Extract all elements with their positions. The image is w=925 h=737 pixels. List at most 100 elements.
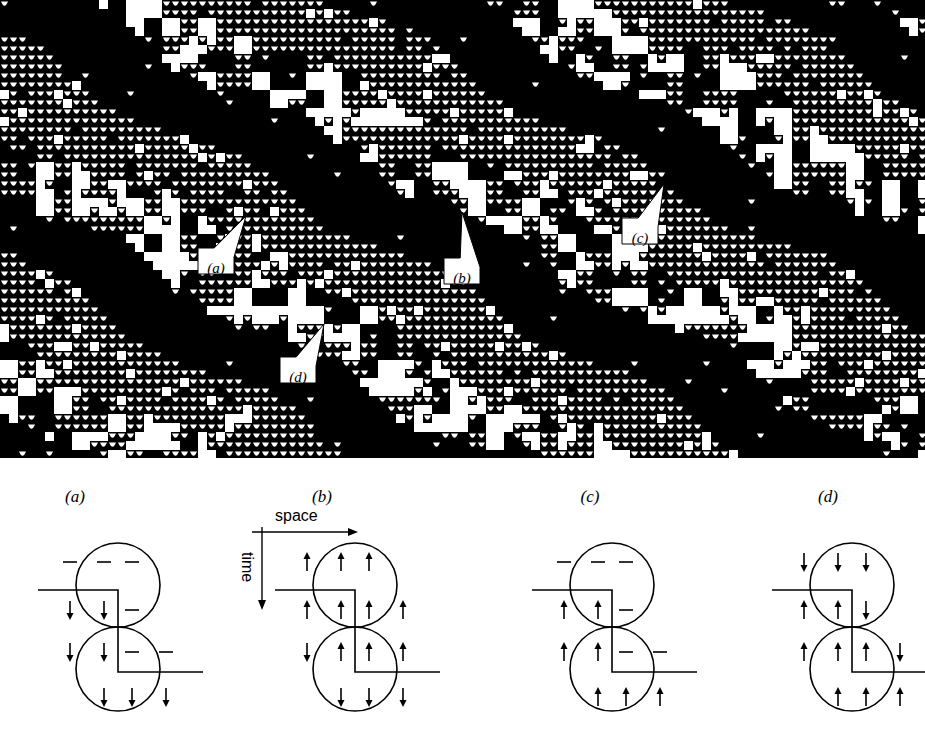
- spin-arrow: [597, 647, 599, 661]
- panel-label: (d): [818, 488, 838, 505]
- panel-label: (c): [581, 488, 600, 505]
- spin-arrow: [659, 692, 661, 706]
- spin-arrow-head: [338, 552, 345, 559]
- spin-arrow: [368, 647, 370, 661]
- spin-arrow-head: [835, 600, 842, 607]
- spin-arrow: [803, 647, 805, 661]
- step-line: [38, 590, 203, 672]
- spin-arrow: [165, 688, 167, 702]
- spin-arrow: [803, 553, 805, 567]
- spin-arrow-head: [863, 613, 870, 620]
- spin-arrow: [837, 605, 839, 619]
- space-axis-head: [348, 528, 358, 536]
- zero-spin: [125, 651, 139, 653]
- spin-arrow-head: [338, 642, 345, 649]
- spin-arrow: [340, 688, 342, 702]
- spin-arrow-head: [595, 642, 602, 649]
- time-axis: [261, 527, 262, 602]
- spin-arrow: [306, 557, 308, 571]
- spin-arrow-head: [366, 642, 373, 649]
- spin-arrow-head: [163, 700, 170, 707]
- spin-arrow: [69, 601, 71, 615]
- zero-spin: [619, 561, 633, 563]
- zero-spin: [591, 561, 605, 563]
- spin-arrow: [103, 643, 105, 657]
- spin-arrow-head: [863, 565, 870, 572]
- step-line: [275, 590, 440, 672]
- spin-arrow: [368, 688, 370, 702]
- spin-arrow: [899, 643, 901, 657]
- spin-arrow-head: [101, 700, 108, 707]
- zero-spin: [125, 561, 139, 563]
- spin-arrow: [340, 647, 342, 661]
- spin-arrow: [402, 647, 404, 661]
- axis-label: time: [239, 552, 255, 582]
- spin-arrow: [625, 692, 627, 706]
- spin-arrow: [837, 553, 839, 567]
- spin-arrow-head: [67, 655, 74, 662]
- panel-label: (b): [312, 488, 332, 505]
- spin-arrow-head: [304, 552, 311, 559]
- zero-spin: [125, 609, 139, 611]
- spin-arrow: [837, 692, 839, 706]
- spin-arrow: [103, 601, 105, 615]
- callout-label: (b): [453, 271, 471, 286]
- spin-arrow-head: [801, 600, 808, 607]
- zero-spin: [653, 651, 667, 653]
- callout-label: (d): [289, 370, 307, 385]
- spin-arrow: [306, 643, 308, 657]
- spin-arrow-head: [863, 687, 870, 694]
- space-axis: [252, 531, 350, 532]
- spin-arrow-head: [657, 687, 664, 694]
- callout-pointers: [198, 184, 664, 383]
- zero-spin: [619, 651, 633, 653]
- spin-arrow-head: [129, 700, 136, 707]
- spin-arrow-head: [400, 642, 407, 649]
- spin-arrow-head: [863, 642, 870, 649]
- spin-arrow-head: [623, 687, 630, 694]
- spin-arrow: [131, 688, 133, 702]
- spin-arrow: [865, 647, 867, 661]
- spin-arrow-head: [561, 600, 568, 607]
- step-line: [532, 590, 697, 672]
- zero-spin: [159, 651, 173, 653]
- spin-arrow: [402, 605, 404, 619]
- spin-arrow-head: [101, 613, 108, 620]
- spin-arrow-head: [801, 642, 808, 649]
- spin-arrow: [865, 601, 867, 615]
- spin-arrow-head: [595, 687, 602, 694]
- spin-arrow-head: [801, 565, 808, 572]
- spin-arrow: [368, 605, 370, 619]
- spin-arrow: [340, 557, 342, 571]
- white-cells: [0, 0, 925, 459]
- spin-arrow: [597, 605, 599, 619]
- spin-arrow: [837, 647, 839, 661]
- spin-arrow: [899, 692, 901, 706]
- spin-arrow-head: [304, 600, 311, 607]
- spin-arrow-head: [366, 552, 373, 559]
- spin-arrow: [563, 647, 565, 661]
- spin-arrow: [69, 643, 71, 657]
- spin-arrow: [563, 605, 565, 619]
- spin-arrow: [803, 605, 805, 619]
- spin-arrow: [306, 605, 308, 619]
- zero-spin: [619, 609, 633, 611]
- spin-arrow: [597, 692, 599, 706]
- spin-arrow: [340, 605, 342, 619]
- spin-arrow-head: [366, 600, 373, 607]
- zero-spin: [557, 561, 571, 563]
- spin-arrow-head: [304, 655, 311, 662]
- spin-arrow-head: [897, 687, 904, 694]
- spin-arrow-head: [400, 600, 407, 607]
- spin-arrow: [865, 692, 867, 706]
- callout-label: (c): [632, 231, 649, 246]
- panel-label: (a): [65, 488, 85, 505]
- spin-panels: [38, 527, 925, 711]
- spin-arrow-head: [67, 613, 74, 620]
- time-axis-head: [258, 600, 266, 610]
- spin-arrow: [865, 553, 867, 567]
- spin-arrow-head: [101, 655, 108, 662]
- spin-arrow: [103, 688, 105, 702]
- spin-arrow-head: [897, 655, 904, 662]
